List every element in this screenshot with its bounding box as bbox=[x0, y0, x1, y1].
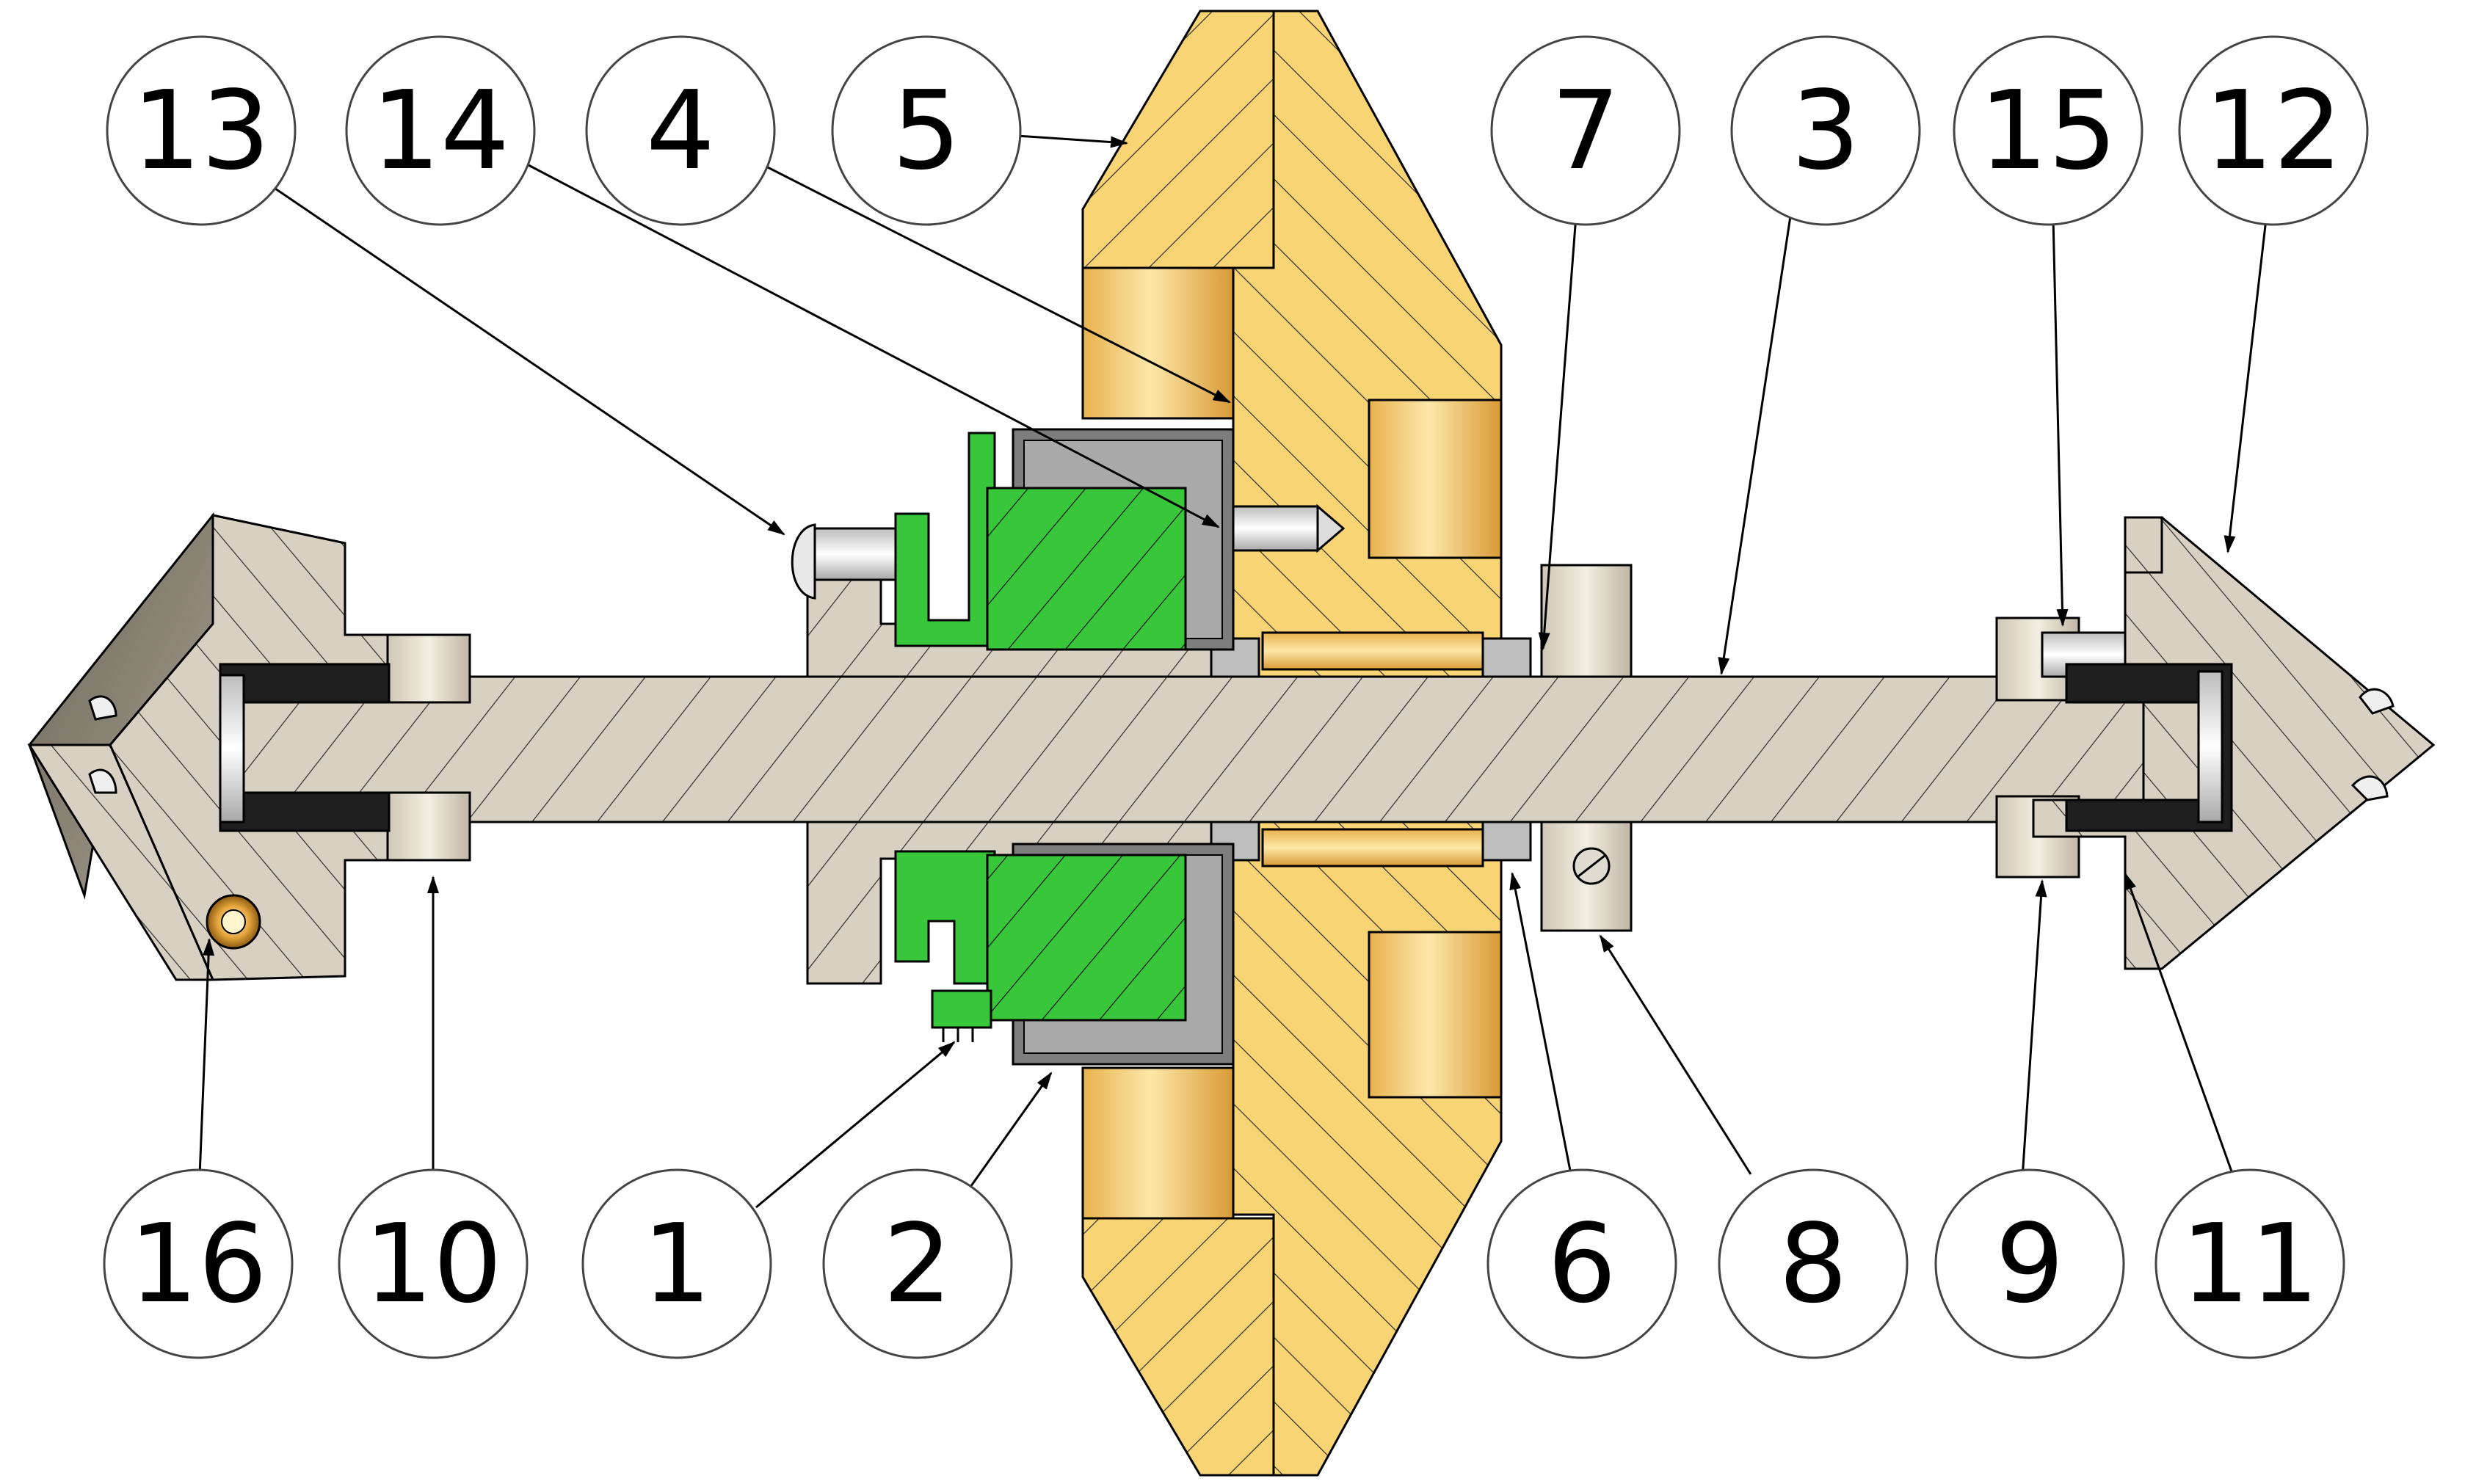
washer-lower-right bbox=[1481, 821, 1532, 862]
balloon-15-label: 15 bbox=[1979, 68, 2117, 194]
part-14-setscrew bbox=[1232, 503, 1346, 553]
setscrew-14 bbox=[1232, 505, 1319, 552]
green-motor-lower bbox=[986, 854, 1187, 1022]
balloon-6: 6 bbox=[1486, 1168, 1677, 1359]
balloon-1-label: 1 bbox=[642, 1201, 711, 1327]
leader-12 bbox=[2223, 186, 2271, 553]
part-1-green-motor bbox=[894, 432, 1187, 1042]
right-dimple-b bbox=[2350, 775, 2389, 801]
green-motor-upper bbox=[986, 487, 1187, 651]
wheel-ring-upper-left bbox=[1081, 266, 1235, 420]
leader-14 bbox=[528, 164, 1220, 528]
balloon-11: 11 bbox=[2154, 1168, 2345, 1359]
collar-8-upper bbox=[1540, 564, 1633, 678]
balloon-10-label: 10 bbox=[364, 1201, 502, 1327]
balloon-5: 5 bbox=[831, 35, 1022, 226]
washer-upper-left bbox=[1210, 637, 1260, 678]
right-cone-tip bbox=[2124, 516, 2163, 574]
balloon-16-label: 16 bbox=[129, 1201, 267, 1327]
balloon-15: 15 bbox=[1953, 35, 2143, 226]
screw-13-head bbox=[791, 523, 816, 600]
leader-1 bbox=[755, 1041, 956, 1209]
balloon-1: 1 bbox=[581, 1168, 772, 1359]
leader-3 bbox=[1718, 186, 1796, 675]
balloon-9: 9 bbox=[1934, 1168, 2125, 1359]
green-connector bbox=[931, 989, 992, 1029]
balloon-6-label: 6 bbox=[1547, 1201, 1616, 1327]
washer-upper-right bbox=[1481, 637, 1532, 678]
green-bracket-lower bbox=[894, 850, 996, 985]
balloon-5-label: 5 bbox=[892, 68, 961, 194]
balloon-13-label: 13 bbox=[132, 68, 270, 194]
nut-10-lower bbox=[386, 791, 471, 862]
left-seal-insert bbox=[219, 674, 245, 823]
wheel-ring-lower-left bbox=[1081, 1066, 1235, 1220]
hub-bushing-lower bbox=[1261, 828, 1484, 868]
balloon-13: 13 bbox=[106, 35, 297, 226]
balloon-12-label: 12 bbox=[2204, 68, 2342, 194]
part-12-right-cone bbox=[2032, 516, 2436, 970]
wheel-left-shell-upper bbox=[1081, 10, 1275, 269]
leader-5 bbox=[1016, 134, 1128, 148]
balloon-3-label: 3 bbox=[1791, 68, 1860, 194]
part-16-left-cone bbox=[27, 512, 391, 981]
leader-9 bbox=[2021, 879, 2047, 1179]
callout-balloons: 13 14 4 5 7 3 15 12 bbox=[103, 35, 2369, 1359]
balloon-16: 16 bbox=[103, 1168, 294, 1359]
left-cone-lower bbox=[27, 743, 215, 981]
balloon-2: 2 bbox=[822, 1168, 1013, 1359]
leader-15 bbox=[2051, 186, 2069, 627]
balloon-4: 4 bbox=[585, 35, 776, 226]
wheel-ring-upper-right bbox=[1368, 399, 1503, 559]
balloon-8-label: 8 bbox=[1779, 1201, 1848, 1327]
balloon-11-label: 11 bbox=[2181, 1201, 2319, 1327]
right-seal-insert bbox=[2197, 670, 2223, 823]
left-dimple-a bbox=[88, 695, 117, 721]
hub-bushing-upper bbox=[1261, 631, 1484, 671]
balloon-14: 14 bbox=[345, 35, 536, 226]
balloon-3: 3 bbox=[1730, 35, 1921, 226]
leader-16 bbox=[198, 938, 215, 1176]
leader-6 bbox=[1509, 872, 1572, 1175]
balloon-7: 7 bbox=[1490, 35, 1681, 226]
leader-2 bbox=[968, 1072, 1053, 1190]
left-dimple-b bbox=[88, 768, 117, 794]
balloon-8: 8 bbox=[1718, 1168, 1909, 1359]
balloon-14-label: 14 bbox=[371, 68, 509, 194]
leader-4 bbox=[763, 164, 1231, 404]
part-3-shaft bbox=[219, 523, 2189, 985]
leader-13 bbox=[272, 186, 785, 536]
leader-lines bbox=[198, 134, 2271, 1209]
nut-10-upper bbox=[386, 633, 471, 704]
leader-7 bbox=[1538, 186, 1580, 650]
shaft-core bbox=[219, 675, 2189, 823]
wheel-left-shell-lower bbox=[1081, 1217, 1275, 1477]
green-bracket-upper bbox=[894, 432, 996, 647]
balloon-4-label: 4 bbox=[646, 68, 715, 194]
balloon-10: 10 bbox=[338, 1168, 529, 1359]
leader-8 bbox=[1599, 934, 1752, 1175]
wheel-ring-lower-right bbox=[1368, 931, 1503, 1099]
right-dimple-a bbox=[2359, 688, 2395, 715]
balloon-12: 12 bbox=[2178, 35, 2369, 226]
balloon-2-label: 2 bbox=[883, 1201, 952, 1327]
leader-11 bbox=[2124, 872, 2237, 1182]
balloon-7-label: 7 bbox=[1551, 68, 1620, 194]
balloon-9-label: 9 bbox=[1995, 1201, 2064, 1327]
